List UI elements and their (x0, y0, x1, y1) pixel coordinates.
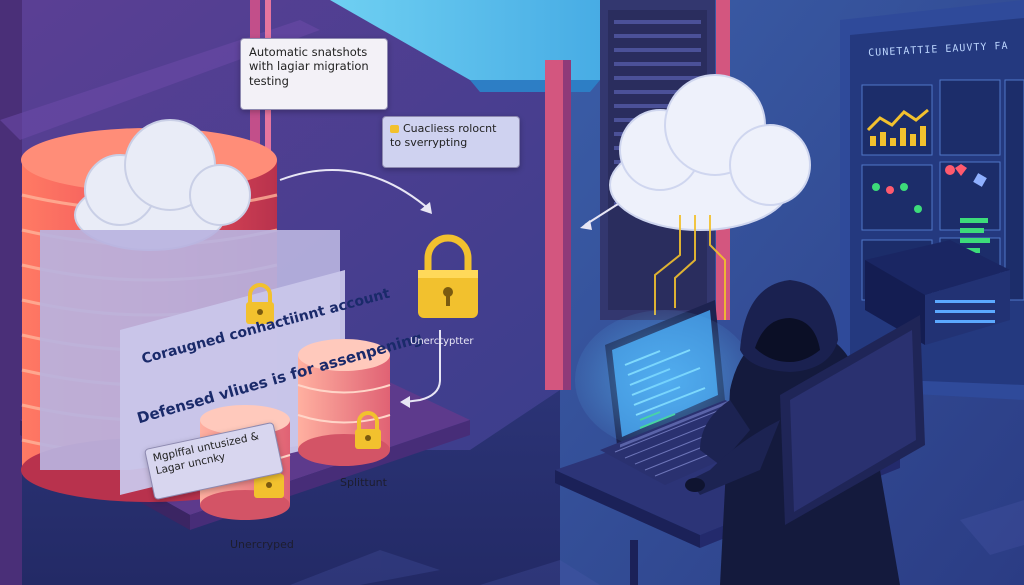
snapshot-note: Automatic snatshots with lagiar migratio… (240, 38, 388, 110)
encrypt-note-line1-text: Cuacliess rolocnt (403, 122, 497, 135)
lock-icon (246, 283, 274, 324)
unencrypted-db-label: Unercryped (230, 538, 294, 551)
encrypt-note: Cuacliess rolocnt to sverrypting (382, 116, 520, 168)
unencrypted-lock-label: Unerctyptter (410, 336, 474, 347)
snapshot-note-line1: Automatic snatshots (249, 45, 368, 59)
encrypt-note-line2: to sverrypting (390, 135, 468, 149)
snapshot-note-line2: with lagiar migration (249, 59, 369, 74)
snapshot-note-line3: testing (249, 73, 289, 88)
lock-icon (390, 125, 399, 133)
split-db-label: Splittunt (340, 476, 387, 489)
encrypt-note-line1: Cuacliess rolocnt (390, 122, 512, 136)
